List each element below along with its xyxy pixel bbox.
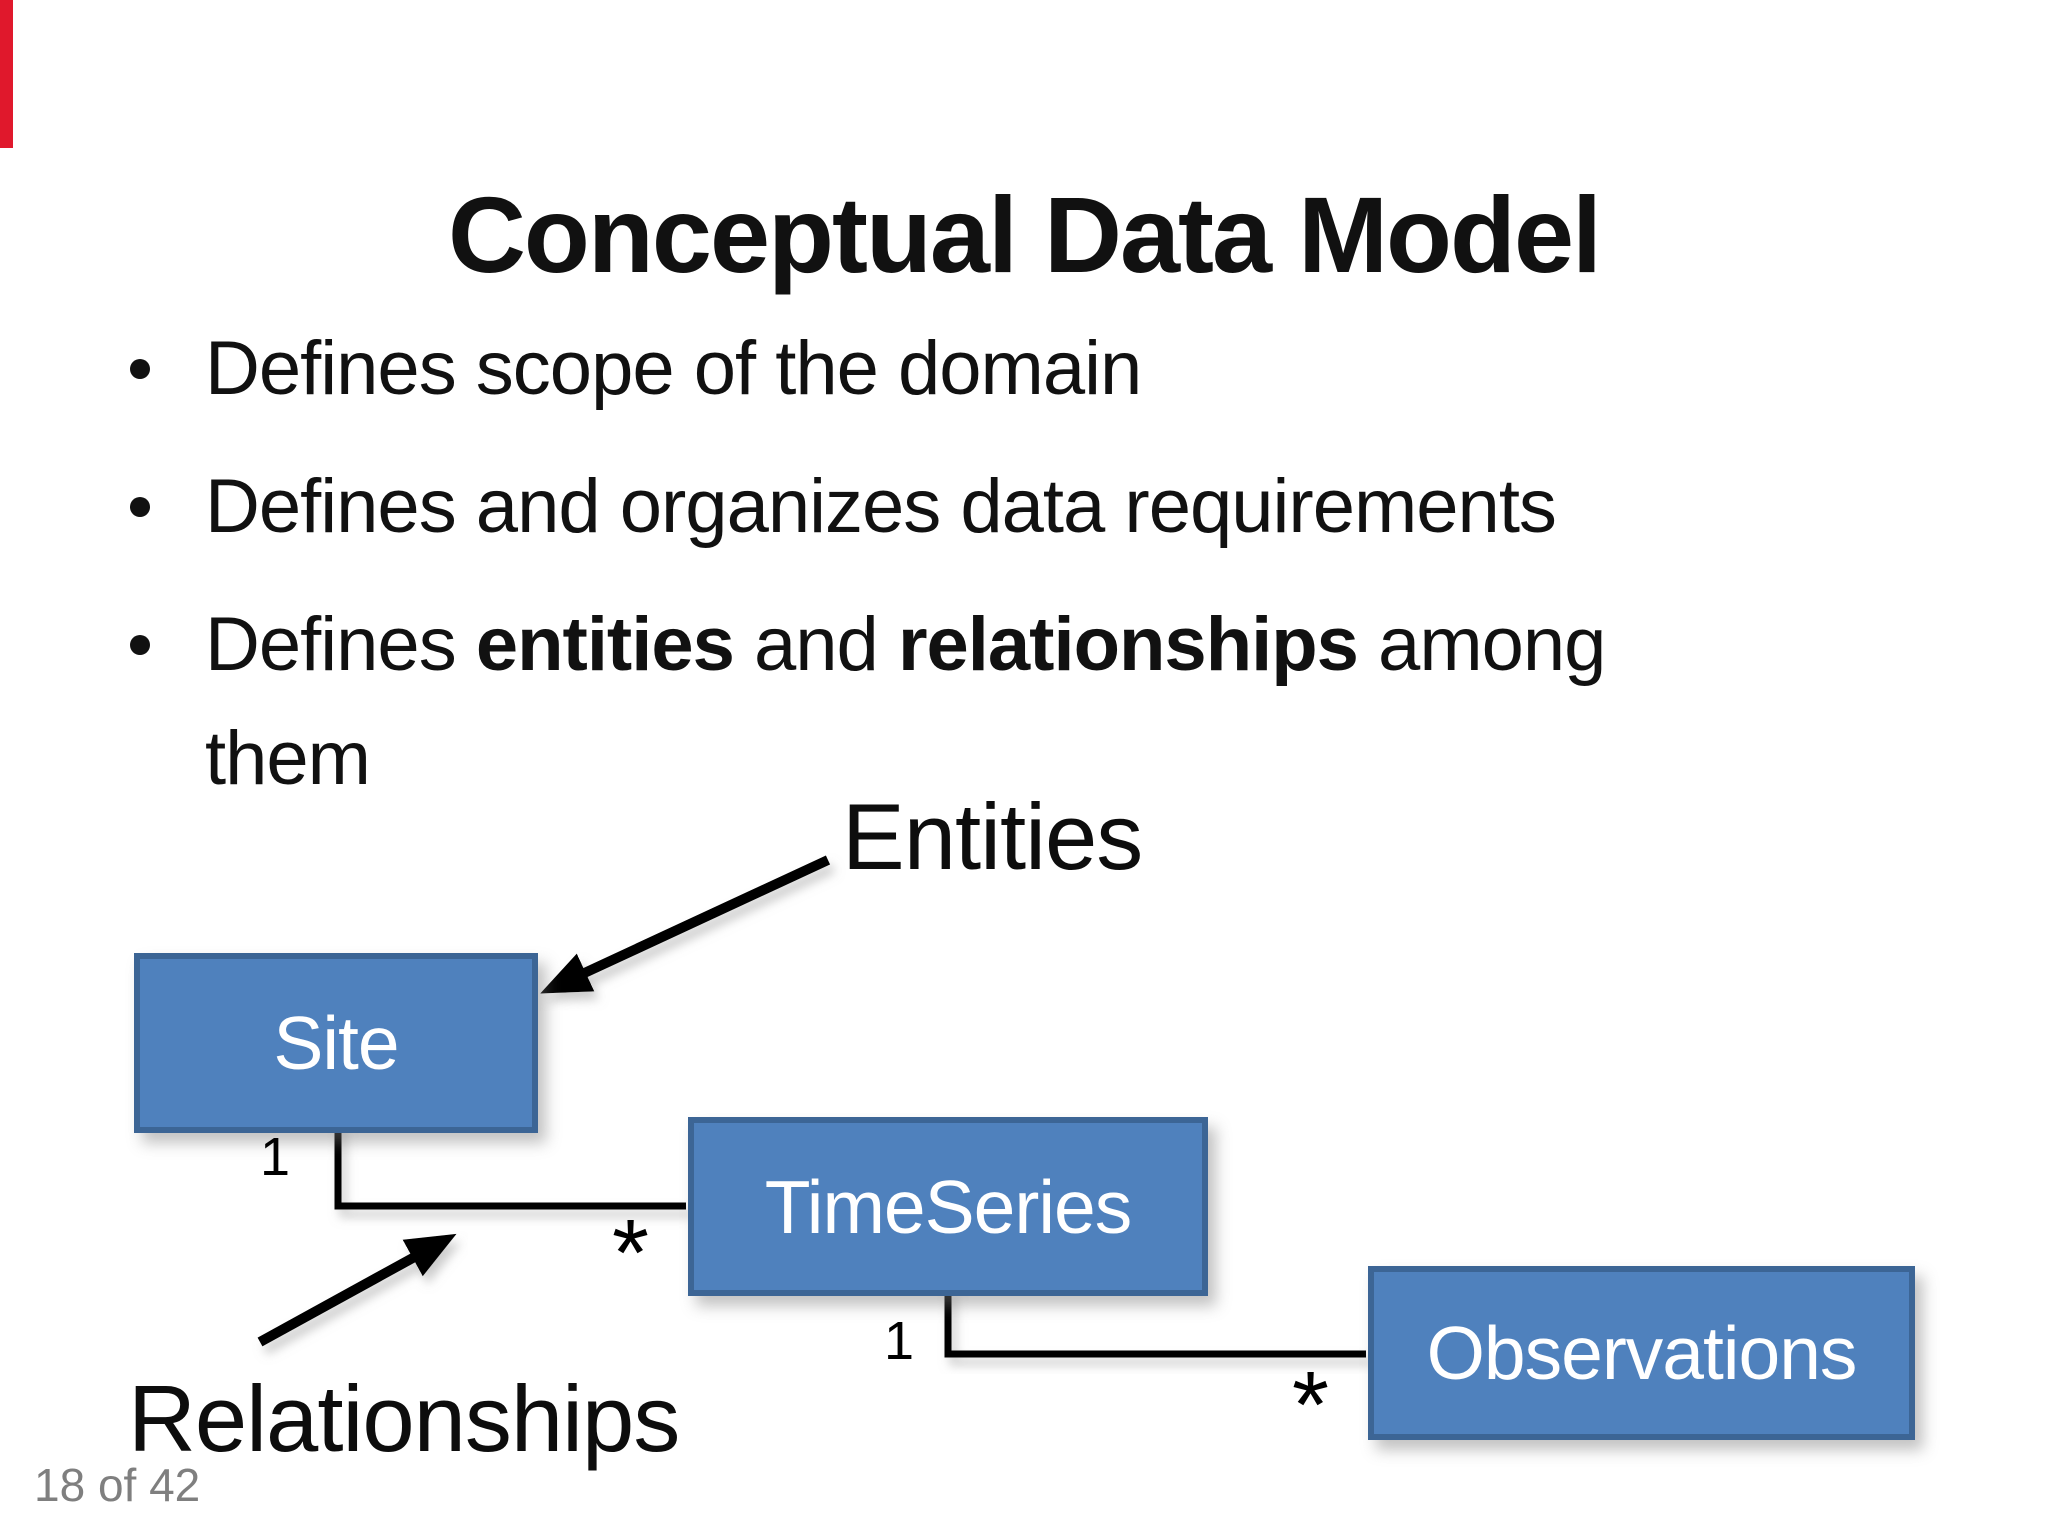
red-accent-bar <box>0 0 13 148</box>
bullet-dot <box>130 497 150 517</box>
entity-box-timeseries: TimeSeries <box>688 1117 1208 1296</box>
bullet-item: Defines scope of the domain <box>128 312 1888 426</box>
page-number: 18 of 42 <box>34 1459 201 1511</box>
page-title: Conceptual Data Model <box>447 174 1602 296</box>
cardinality-observations-many: * <box>1292 1352 1329 1458</box>
bullet-item: Defines and organizes data requirements <box>128 450 1888 564</box>
relationships-arrow-icon <box>257 1233 457 1347</box>
connector-site-timeseries <box>334 1122 686 1210</box>
bullet-dot <box>130 359 150 379</box>
entities-arrow-icon <box>540 855 831 994</box>
entity-label: Observations <box>1426 1311 1858 1395</box>
bullet-item: Defines entities and relationships among… <box>128 588 1888 816</box>
entities-label: Entities <box>842 784 1143 889</box>
entity-box-observations: Observations <box>1368 1266 1915 1440</box>
connector-timeseries-observations <box>944 1288 1366 1358</box>
entity-box-site: Site <box>134 953 538 1133</box>
entity-label: Site <box>273 1001 399 1085</box>
bullet-text: Defines entities and relationships among… <box>205 602 1606 801</box>
relationships-label: Relationships <box>128 1366 680 1471</box>
bullet-dot <box>130 635 150 655</box>
bullet-text: Defines scope of the domain <box>205 326 1142 411</box>
entity-label: TimeSeries <box>764 1164 1132 1249</box>
bullet-text: Defines and organizes data requirements <box>205 464 1557 549</box>
cardinality-timeseries-one: 1 <box>884 1311 915 1371</box>
cardinality-timeseries-many: * <box>612 1200 649 1306</box>
bullet-list: Defines scope of the domain Defines and … <box>128 312 1888 840</box>
cardinality-site-one: 1 <box>260 1127 291 1187</box>
